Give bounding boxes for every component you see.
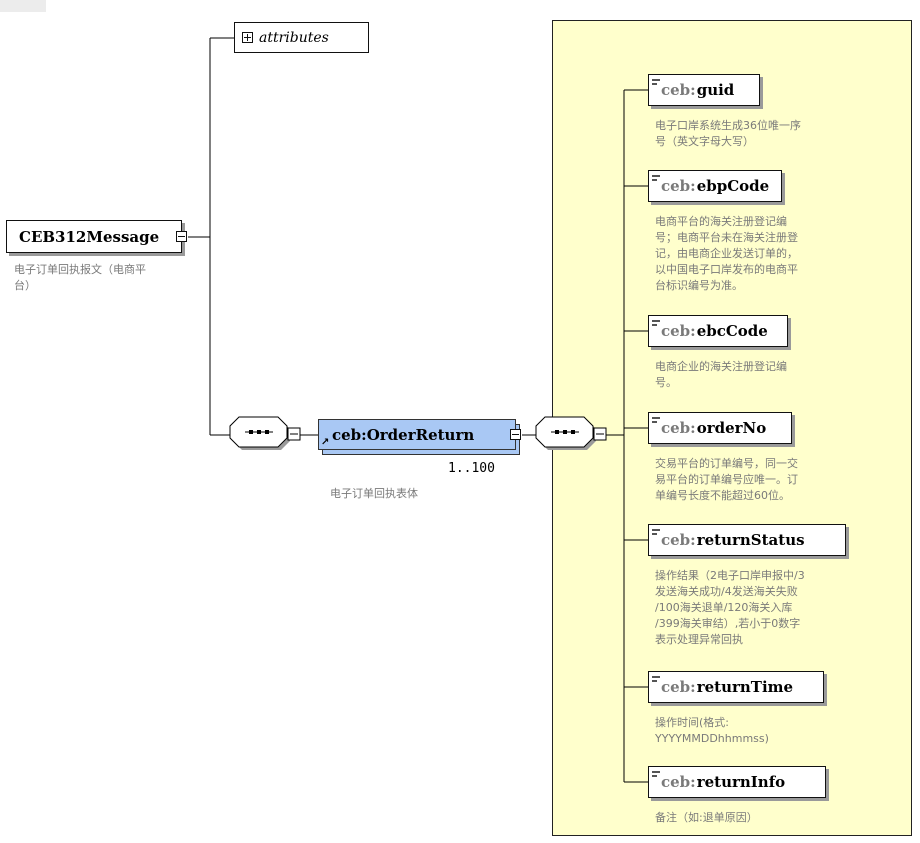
- doc-line: 电商平台的海关注册登记编: [655, 215, 787, 228]
- element-name: orderNo: [696, 419, 767, 437]
- document-icon: [652, 417, 660, 419]
- root-documentation: 电子订单回执报文（电商平 台）: [14, 262, 194, 294]
- element-returninfo[interactable]: ceb:returnInfo: [648, 766, 826, 798]
- document-icon: [652, 529, 660, 531]
- order-return-element[interactable]: ↗ ceb: OrderReturn: [318, 419, 521, 450]
- ebpcode-documentation: 电商平台的海关注册登记编 号；电商平台未在海关注册登 记，由电商企业发送订单的，…: [655, 214, 865, 294]
- document-icon: [652, 175, 660, 177]
- doc-line: 号（英文字母大写）: [655, 135, 754, 148]
- attributes-node[interactable]: attributes: [234, 22, 369, 53]
- element-guid[interactable]: ceb:guid: [648, 74, 760, 106]
- order-return-name: OrderReturn: [366, 425, 475, 444]
- document-icon-line: [652, 324, 657, 326]
- element-ebccode[interactable]: ceb:ebcCode: [648, 315, 788, 347]
- element-prefix: ceb:: [661, 322, 696, 340]
- root-element-ceb312message[interactable]: CEB312Message: [6, 220, 187, 253]
- document-icon: [652, 771, 660, 773]
- doc-line: 记，由电商企业发送订单的，: [655, 247, 798, 260]
- doc-line: 号；电商平台未在海关注册登: [655, 231, 798, 244]
- attributes-label: attributes: [259, 29, 329, 46]
- element-name: ebpCode: [696, 177, 770, 195]
- doc-line: 交易平台的订单编号，同一交: [655, 457, 798, 470]
- orderno-documentation: 交易平台的订单编号，同一交 易平台的订单编号应唯一。订 单编号长度不能超过60位…: [655, 456, 865, 504]
- element-name: guid: [696, 81, 735, 99]
- doc-line: /100海关退单/120海关入库: [655, 601, 793, 614]
- collapse-order-return-icon[interactable]: [510, 429, 521, 440]
- window-corner: [0, 0, 46, 12]
- doc-line: 易平台的订单编号应唯一。订: [655, 473, 798, 486]
- element-returnstatus[interactable]: ceb:returnStatus: [648, 524, 846, 556]
- element-name: returnTime: [696, 678, 794, 696]
- document-icon: [652, 676, 660, 678]
- collapse-root-icon[interactable]: [176, 231, 187, 242]
- element-prefix: ceb:: [661, 531, 696, 549]
- document-icon: [652, 79, 660, 81]
- collapse-sequence-2-icon[interactable]: [593, 427, 607, 441]
- doc-line: 号。: [655, 376, 677, 389]
- sequence-compositor-icon[interactable]: [229, 416, 290, 450]
- expand-attributes-icon[interactable]: [242, 32, 253, 43]
- returnstatus-documentation: 操作结果（2电子口岸申报中/3 发送海关成功/4发送海关失败 /100海关退单/…: [655, 568, 875, 648]
- document-icon-line: [652, 680, 657, 682]
- doc-line: 表示处理异常回执: [655, 633, 743, 646]
- order-return-documentation: 电子订单回执表体: [330, 487, 418, 500]
- doc-line: 以中国电子口岸发布的电商平: [655, 263, 798, 276]
- doc-line: 操作时间(格式:: [655, 716, 729, 729]
- returninfo-documentation: 备注（如:退单原因）: [655, 810, 865, 826]
- doc-line: 电商企业的海关注册登记编: [655, 360, 787, 373]
- doc-line: 单编号长度不能超过60位。: [655, 489, 790, 502]
- doc-line: 操作结果（2电子口岸申报中/3: [655, 569, 805, 582]
- document-icon-line: [652, 775, 657, 777]
- element-orderno[interactable]: ceb:orderNo: [648, 412, 792, 444]
- doc-line: YYYYMMDDhhmmss): [655, 732, 769, 745]
- document-icon-line: [652, 179, 657, 181]
- multiplicity-label: 1..100: [448, 461, 495, 476]
- element-name: ebcCode: [696, 322, 768, 340]
- document-icon-line: [652, 421, 657, 423]
- element-prefix: ceb:: [661, 81, 696, 99]
- doc-line: 电子口岸系统生成36位唯一序: [655, 119, 801, 132]
- doc-line: 电子订单回执报文（电商平: [14, 263, 146, 276]
- guid-documentation: 电子口岸系统生成36位唯一序 号（英文字母大写）: [655, 118, 865, 150]
- element-returntime[interactable]: ceb:returnTime: [648, 671, 824, 703]
- document-icon-line: [652, 83, 657, 85]
- document-icon-line: [652, 533, 657, 535]
- collapse-sequence-1-icon[interactable]: [287, 427, 301, 441]
- element-prefix: ceb:: [661, 419, 696, 437]
- element-prefix: ceb:: [661, 177, 696, 195]
- reference-arrow-icon: ↗: [321, 437, 330, 448]
- root-element-name: CEB312Message: [19, 227, 160, 246]
- doc-line: 台）: [14, 279, 36, 292]
- element-prefix: ceb:: [661, 678, 696, 696]
- document-icon: [652, 320, 660, 322]
- element-prefix: ceb:: [661, 773, 696, 791]
- element-name: returnInfo: [696, 773, 786, 791]
- doc-line: 备注（如:退单原因）: [655, 811, 758, 824]
- ebccode-documentation: 电商企业的海关注册登记编 号。: [655, 359, 865, 391]
- element-name: returnStatus: [696, 531, 805, 549]
- order-return-prefix: ceb:: [332, 425, 367, 444]
- element-ebpcode[interactable]: ceb:ebpCode: [648, 170, 782, 202]
- doc-line: 台标识编号为准。: [655, 279, 743, 292]
- doc-line: /399海关审结）,若小于0数字: [655, 617, 801, 630]
- returntime-documentation: 操作时间(格式: YYYYMMDDhhmmss): [655, 715, 865, 747]
- doc-line: 发送海关成功/4发送海关失败: [655, 585, 798, 598]
- sequence-compositor-icon[interactable]: [535, 416, 596, 450]
